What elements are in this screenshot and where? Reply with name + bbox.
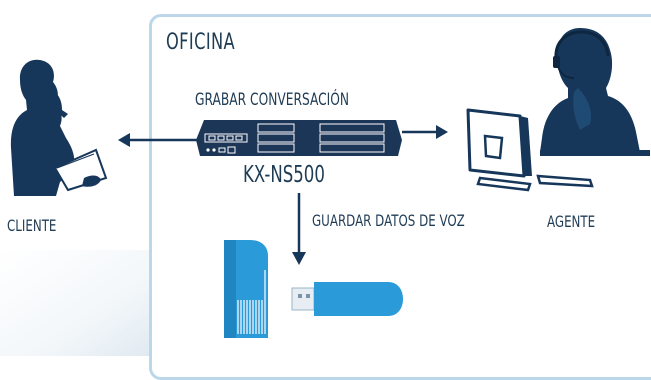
- client-woman-icon: [10, 59, 108, 196]
- arrow-to-usb: [292, 193, 306, 265]
- record-conversation-label: GRABAR CONVERSACIÓN: [195, 90, 350, 110]
- office-title: OFICINA: [166, 30, 236, 55]
- client-label: CLIENTE: [7, 216, 57, 235]
- diagram-graphics: [10, 28, 650, 338]
- arrow-to-client: [118, 133, 198, 147]
- computer-monitor-icon: [466, 108, 594, 192]
- pbx-device-icon: [196, 120, 402, 156]
- usb-drive-icon: [224, 240, 403, 338]
- arrow-to-agent: [402, 125, 448, 139]
- save-voice-data-label: GUARDAR DATOS DE VOZ: [312, 211, 465, 230]
- agent-label: AGENTE: [547, 212, 596, 231]
- pbx-model-label: KX-NS500: [243, 162, 325, 188]
- agent-headset-icon: [540, 28, 650, 156]
- background-fade: [0, 250, 160, 356]
